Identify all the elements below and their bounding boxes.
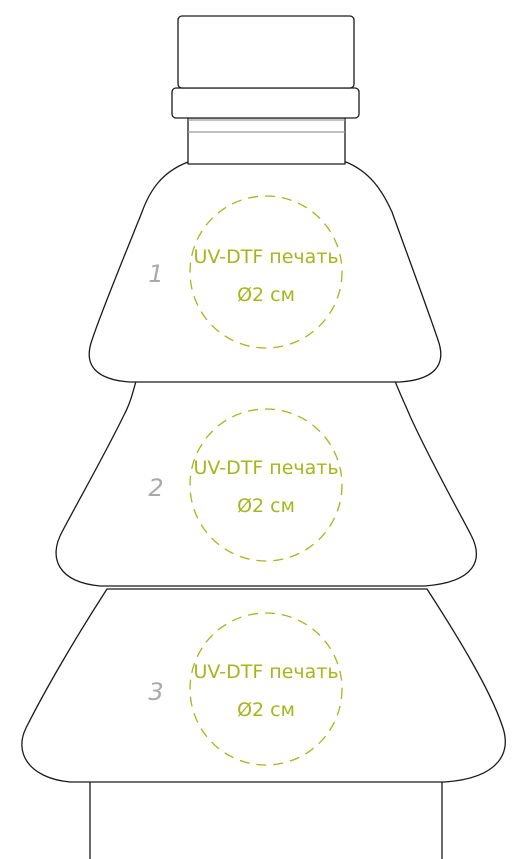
bottle-base: [89, 779, 443, 859]
print-zone-size: Ø2 см: [237, 699, 295, 721]
print-zone-2: 2 UV-DTF печать Ø2 см: [148, 408, 343, 562]
bottle-tier-2: [55, 380, 477, 587]
bottle-neck: [187, 117, 346, 165]
print-zone-circle: [189, 195, 343, 349]
print-zone-label: UV-DTF печать: [193, 246, 338, 268]
print-zone-circle: [189, 612, 343, 766]
print-zone-size: Ø2 см: [237, 495, 295, 517]
print-zone-size: Ø2 см: [237, 284, 295, 306]
tier-number-3: 3: [148, 678, 163, 706]
tier-number-1: 1: [148, 260, 163, 288]
print-zone-label: UV-DTF печать: [193, 457, 338, 479]
print-zone-circle: [189, 408, 343, 562]
cap-collar: [171, 87, 360, 119]
print-zone-1: 1 UV-DTF печать Ø2 см: [148, 195, 343, 349]
bottle-tier-1: [88, 161, 442, 383]
print-zone-3: 3 UV-DTF печать Ø2 см: [148, 612, 343, 766]
print-zone-label: UV-DTF печать: [193, 661, 338, 683]
tier-number-2: 2: [148, 474, 163, 502]
bottle-cap: [177, 15, 355, 89]
bottle-tier-3: [21, 588, 506, 783]
